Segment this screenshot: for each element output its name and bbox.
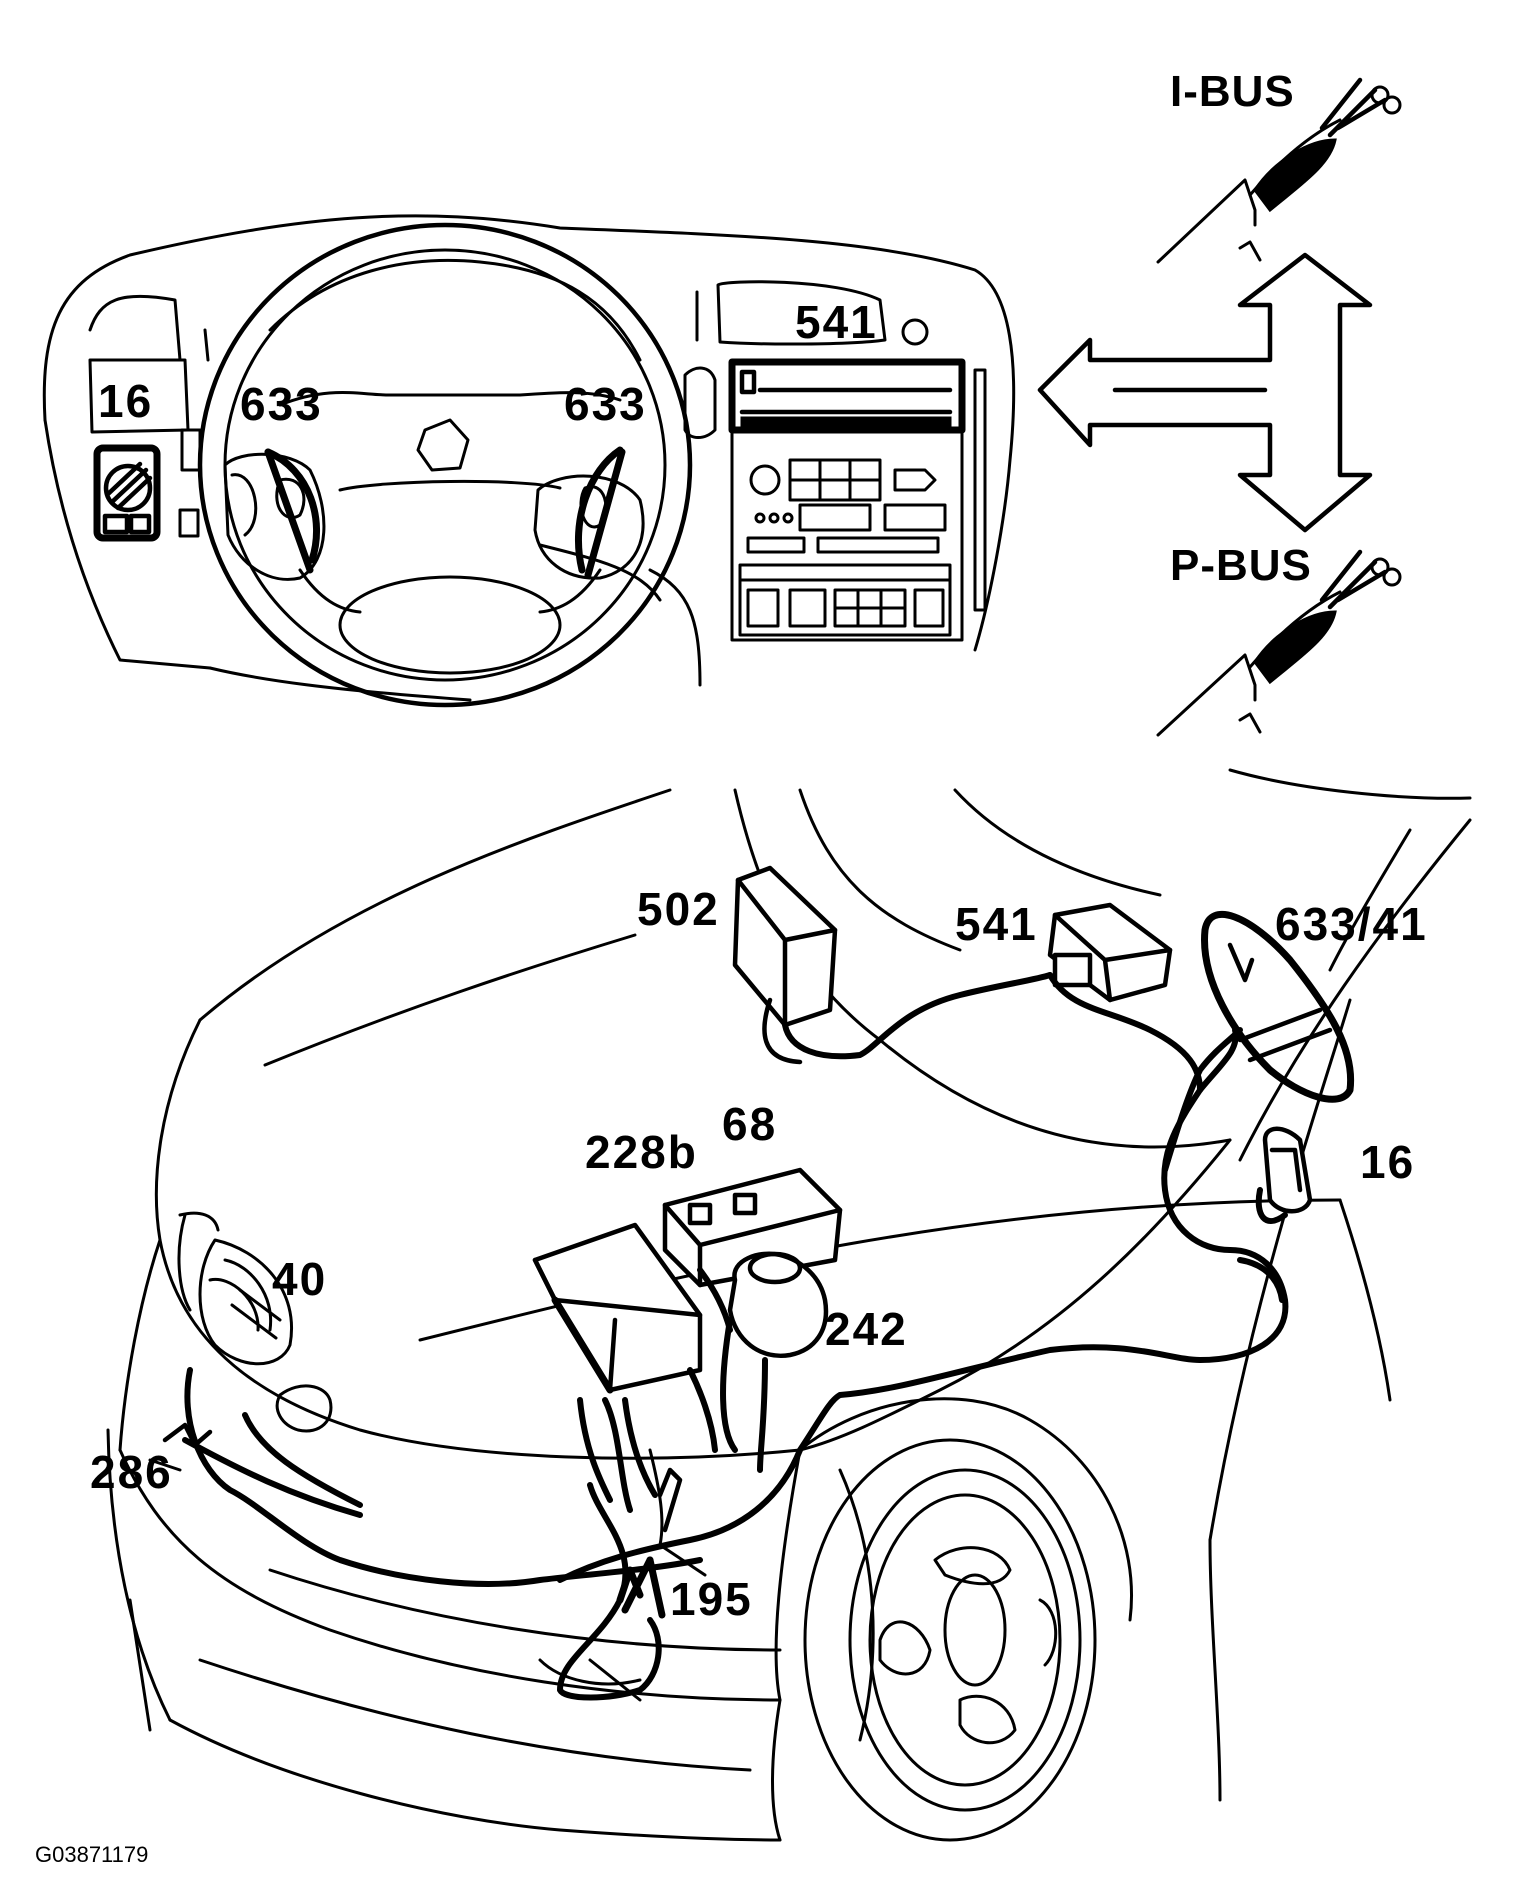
callout-541-dash: 541 bbox=[795, 296, 878, 348]
p-bus-connector bbox=[1156, 549, 1402, 737]
callout-40: 40 bbox=[272, 1253, 327, 1305]
callout-541-car: 541 bbox=[955, 898, 1038, 950]
label-p-bus: P-BUS bbox=[1170, 541, 1312, 590]
fuse-box-68 bbox=[662, 1167, 843, 1288]
callout-633-41: 633/41 bbox=[1275, 898, 1428, 950]
battery-228b bbox=[532, 1222, 703, 1394]
callout-68: 68 bbox=[722, 1098, 777, 1150]
callout-16-dash: 16 bbox=[98, 375, 153, 427]
washer-reservoir-242 bbox=[727, 1251, 829, 1359]
callout-195: 195 bbox=[670, 1573, 753, 1625]
module-502 bbox=[732, 865, 838, 1065]
figure-code: G03871179 bbox=[35, 1842, 148, 1867]
callout-242: 242 bbox=[825, 1303, 908, 1355]
light-switch bbox=[93, 444, 161, 542]
callout-633-right: 633 bbox=[564, 378, 647, 430]
callout-16-car: 16 bbox=[1360, 1136, 1415, 1188]
module-541 bbox=[1047, 902, 1173, 1003]
callout-228b: 228b bbox=[585, 1126, 698, 1178]
dashboard-illustration: 16 bbox=[42, 214, 1016, 708]
steering-wheel bbox=[197, 222, 693, 708]
bus-arrow-symbol bbox=[1037, 252, 1373, 533]
vehicle-illustration: 502 541 633/41 16 228b bbox=[90, 768, 1472, 1842]
light-switch-car bbox=[1262, 1126, 1313, 1214]
radio-unit bbox=[728, 358, 966, 642]
callout-286: 286 bbox=[90, 1446, 173, 1498]
i-bus-connector bbox=[1156, 77, 1402, 264]
front-wheel bbox=[798, 1397, 1133, 1842]
callout-633-left: 633 bbox=[240, 378, 323, 430]
wiring-harness bbox=[182, 972, 1289, 1701]
label-i-bus: I-BUS bbox=[1170, 67, 1295, 116]
callout-502: 502 bbox=[637, 883, 720, 935]
